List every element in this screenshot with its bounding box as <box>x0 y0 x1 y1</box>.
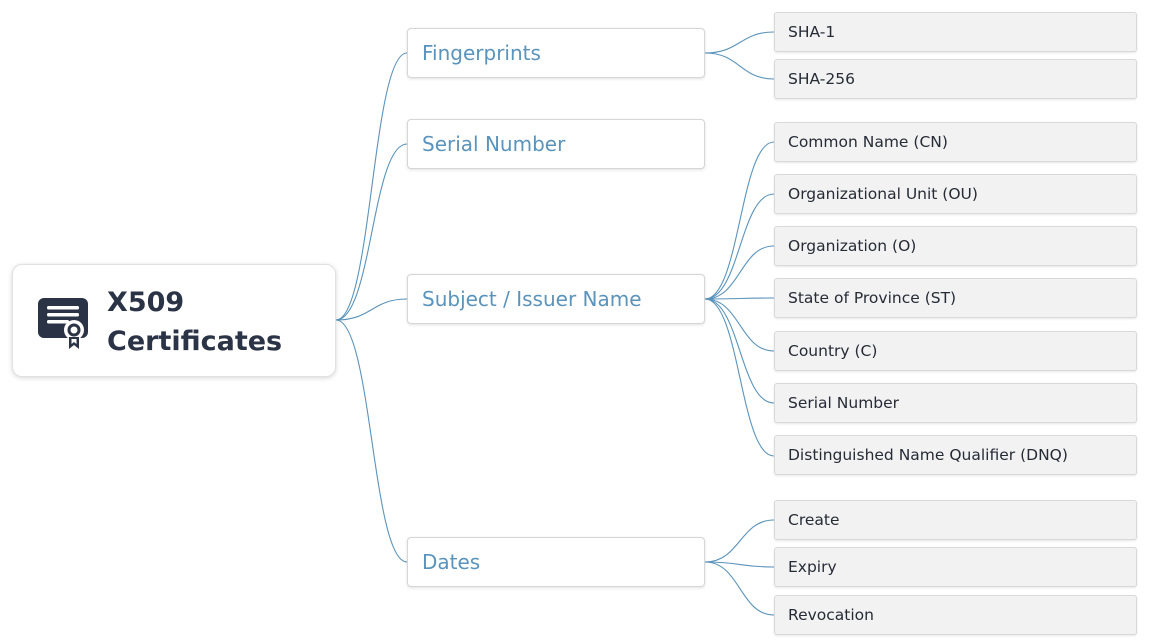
certificate-icon <box>38 298 88 349</box>
branch-serial-number[interactable]: Serial Number <box>407 119 705 169</box>
branch-fingerprints[interactable]: Fingerprints <box>407 28 705 78</box>
connector-root-dates <box>335 319 408 563</box>
root-title-line-2: Certificates <box>107 326 283 357</box>
root-title-line-1: X509 <box>107 287 185 318</box>
connector-subject-o <box>704 245 775 300</box>
leaf-create[interactable]: Create <box>774 500 1137 540</box>
connector-subject-ou <box>704 193 775 300</box>
leaf-sha-1[interactable]: SHA-1 <box>774 12 1137 52</box>
leaf-organization[interactable]: Organization (O) <box>774 226 1137 266</box>
connector-dates-revocation <box>704 561 775 616</box>
connector-subject-cn <box>704 141 775 300</box>
leaf-common-name[interactable]: Common Name (CN) <box>774 122 1137 162</box>
connector-subject-c <box>704 298 775 352</box>
leaf-sha-256[interactable]: SHA-256 <box>774 59 1137 99</box>
leaf-expiry[interactable]: Expiry <box>774 547 1137 587</box>
connector-dates-expiry <box>704 561 775 568</box>
leaf-state-of-province[interactable]: State of Province (ST) <box>774 278 1137 318</box>
leaf-organizational-unit[interactable]: Organizational Unit (OU) <box>774 174 1137 214</box>
leaf-distinguished-name-qualifier[interactable]: Distinguished Name Qualifier (DNQ) <box>774 435 1137 475</box>
connector-subject-serial <box>704 298 775 404</box>
connector-fingerprints-sha1 <box>704 31 775 54</box>
connector-root-fingerprints <box>335 52 408 321</box>
branch-dates[interactable]: Dates <box>407 537 705 587</box>
connector-root-serial-number <box>335 143 408 321</box>
connector-subject-dnq <box>704 298 775 457</box>
connector-subject-st <box>704 297 775 300</box>
leaf-revocation[interactable]: Revocation <box>774 595 1137 635</box>
leaf-serial-number[interactable]: Serial Number <box>774 383 1137 423</box>
branch-to-leaf-connectors <box>704 31 775 616</box>
connector-root-subject-issuer <box>335 298 408 321</box>
connector-dates-create <box>704 519 775 563</box>
connector-fingerprints-sha256 <box>704 52 775 80</box>
leaf-country[interactable]: Country (C) <box>774 331 1137 371</box>
branch-subject-issuer-name[interactable]: Subject / Issuer Name <box>407 274 705 324</box>
root-to-branch-connectors <box>335 52 408 563</box>
